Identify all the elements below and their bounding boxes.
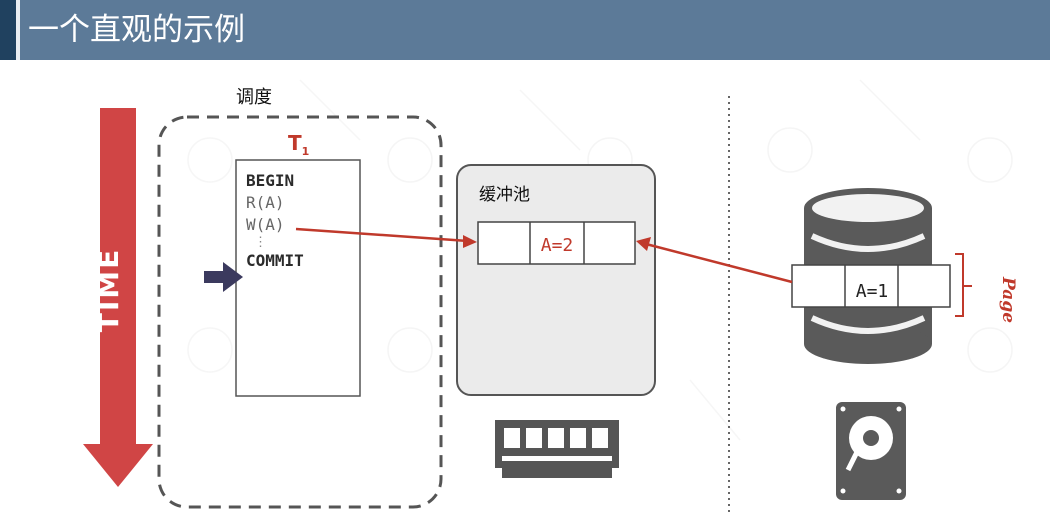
op-ellipsis: ⋮	[254, 235, 267, 250]
write-arrow	[295, 227, 477, 248]
op-commit: COMMIT	[246, 251, 304, 270]
op-begin: BEGIN	[246, 171, 295, 190]
disk-page	[791, 264, 951, 308]
hard-drive-icon	[836, 402, 906, 500]
schedule-label: 调度	[236, 87, 272, 108]
commit-pointer-arrow	[204, 262, 243, 292]
op-write: W(A)	[246, 215, 285, 234]
header-accent-divider	[16, 0, 20, 60]
page-label: Page	[998, 276, 1019, 324]
page-bracket	[955, 253, 972, 317]
header-bar	[0, 0, 1050, 60]
time-label: TIME	[92, 248, 125, 333]
header-accent	[0, 0, 16, 60]
disk-value: A=1	[855, 281, 889, 302]
buffer-pool-label: 缓冲池	[479, 185, 530, 205]
buffer-page	[477, 221, 636, 265]
schedule-box	[157, 115, 443, 509]
background-pattern	[187, 79, 1013, 441]
memory-icon	[495, 420, 619, 478]
transaction-ops: BEGIN R(A) W(A) ⋮ COMMIT	[246, 170, 304, 272]
time-arrow: TIME	[83, 108, 153, 487]
op-read: R(A)	[246, 193, 285, 212]
slide-title: 一个直观的示例	[28, 12, 245, 48]
read-arrow	[636, 237, 793, 284]
buffer-value: A=2	[540, 235, 574, 256]
transaction-box	[235, 159, 361, 397]
transaction-label: T1	[288, 131, 310, 158]
